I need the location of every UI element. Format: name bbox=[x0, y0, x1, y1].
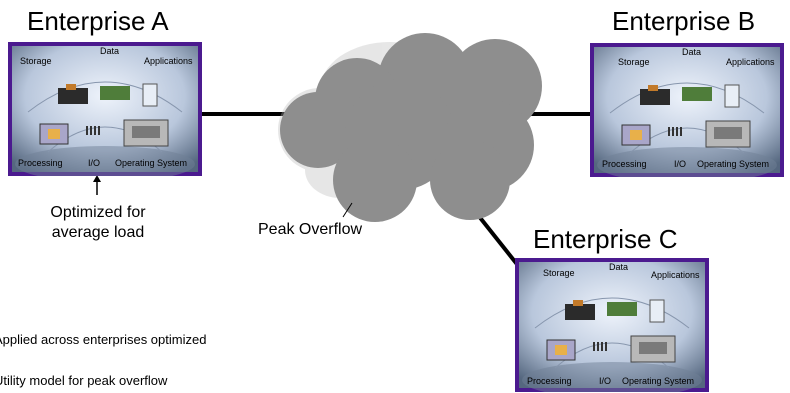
io-icon bbox=[593, 342, 607, 351]
svg-text:Operating System: Operating System bbox=[697, 159, 769, 169]
bullet-1: Applied across enterprises optimized bbox=[0, 332, 207, 347]
applications-icon bbox=[649, 299, 665, 323]
svg-text:Applications: Applications bbox=[144, 56, 193, 66]
io-icon bbox=[86, 126, 100, 135]
enterprise-a-panel: Storage Data Applications Processing I/O… bbox=[8, 42, 202, 176]
svg-text:Processing: Processing bbox=[18, 158, 63, 168]
bullet-2: Utility model for peak overflow bbox=[0, 373, 168, 388]
svg-text:Storage: Storage bbox=[20, 56, 52, 66]
svg-text:Data: Data bbox=[609, 262, 628, 272]
io-icon bbox=[668, 127, 682, 136]
enterprise-b-panel: Storage Data Applications Processing I/O… bbox=[590, 43, 784, 177]
svg-text:Data: Data bbox=[100, 46, 119, 56]
enterprise-b-title: Enterprise B bbox=[612, 6, 756, 36]
svg-text:Applications: Applications bbox=[726, 57, 775, 67]
applications-icon bbox=[724, 84, 740, 108]
peak-overflow-label: Peak Overflow bbox=[258, 221, 363, 238]
optimized-note: Optimized for average load bbox=[28, 203, 168, 243]
peak-overflow-cloud bbox=[280, 33, 542, 222]
svg-text:Storage: Storage bbox=[543, 268, 575, 278]
arrow-up-icon bbox=[93, 175, 101, 195]
optimized-note-line1: Optimized for bbox=[50, 204, 146, 221]
svg-text:I/O: I/O bbox=[599, 376, 611, 386]
storage-icon bbox=[565, 304, 595, 320]
enterprise-a-title: Enterprise A bbox=[27, 6, 169, 36]
data-icon bbox=[100, 86, 130, 100]
svg-text:Operating System: Operating System bbox=[622, 376, 694, 386]
optimized-note-line2: average load bbox=[51, 224, 145, 241]
svg-text:Processing: Processing bbox=[602, 159, 647, 169]
svg-text:I/O: I/O bbox=[88, 158, 100, 168]
svg-text:Processing: Processing bbox=[527, 376, 572, 386]
enterprise-c-panel: Storage Data Applications Processing I/O… bbox=[515, 258, 709, 392]
svg-text:Data: Data bbox=[682, 47, 701, 57]
data-icon bbox=[607, 302, 637, 316]
data-icon bbox=[682, 87, 712, 101]
svg-text:Applications: Applications bbox=[651, 270, 700, 280]
svg-text:Storage: Storage bbox=[618, 57, 650, 67]
storage-icon bbox=[640, 89, 670, 105]
svg-text:Operating System: Operating System bbox=[115, 158, 187, 168]
enterprise-c-title: Enterprise C bbox=[533, 224, 678, 254]
cloud-pointer bbox=[342, 202, 353, 218]
svg-text:I/O: I/O bbox=[674, 159, 686, 169]
applications-icon bbox=[142, 83, 158, 107]
storage-icon bbox=[58, 88, 88, 104]
